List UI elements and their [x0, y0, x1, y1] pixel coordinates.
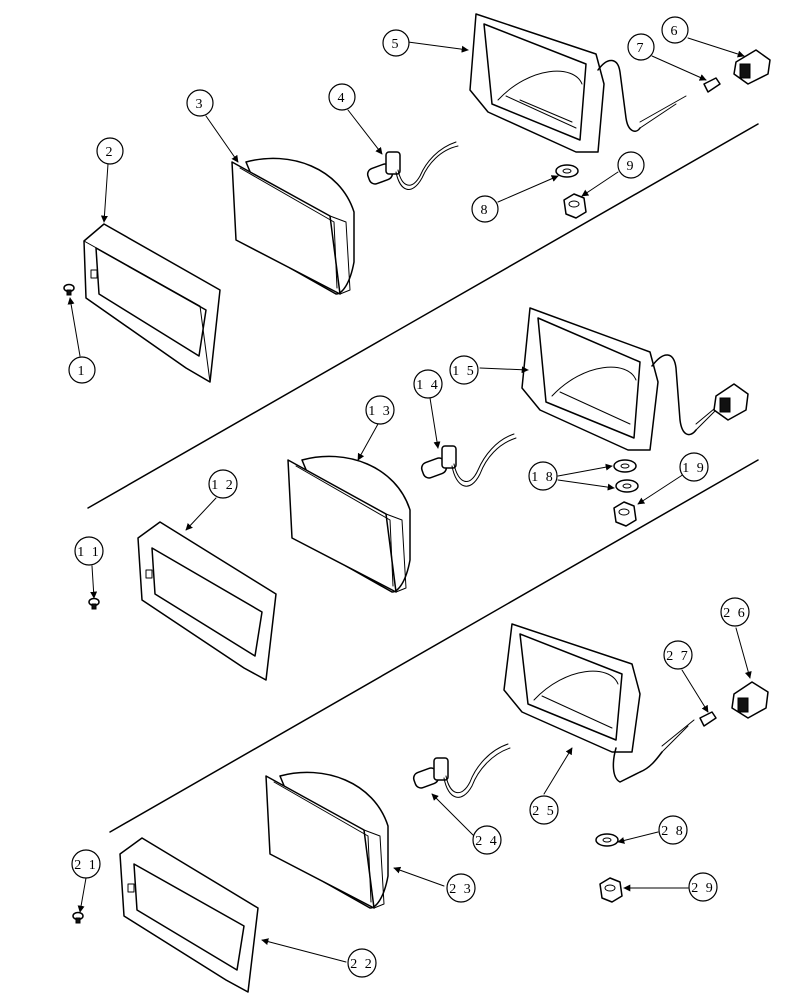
callout-18: 1 8: [528, 461, 558, 491]
svg-text:1 4: 1 4: [416, 378, 440, 393]
svg-text:2 8: 2 8: [661, 824, 685, 839]
lens-part-13: [287, 455, 411, 593]
callout-23: 2 3: [446, 873, 476, 903]
svg-text:5: 5: [392, 37, 401, 52]
callout-3: 3: [186, 89, 214, 117]
callout-6: 6: [661, 16, 689, 44]
washer-part-18: [613, 459, 639, 493]
callout-29: 2 9: [688, 872, 718, 902]
callout-26: 2 6: [720, 597, 750, 627]
washer-part-28: [595, 833, 619, 847]
bezel-part-12: [137, 521, 277, 681]
housing-part-15: [521, 307, 749, 451]
callout-11: 1 1: [74, 536, 104, 566]
callout-7: 7: [627, 33, 655, 61]
lamp-assembly-bottom: [72, 623, 769, 993]
svg-text:2 9: 2 9: [691, 881, 715, 896]
svg-text:2 1: 2 1: [74, 858, 98, 873]
terminal-part-27: [699, 711, 717, 727]
callout-2: 2: [96, 137, 124, 165]
lamp-assembly-top: [63, 13, 771, 383]
terminal-part-7: [703, 77, 721, 93]
lens-part-23: [265, 771, 389, 909]
housing-part-5: [469, 13, 687, 153]
lens-part-3: [231, 157, 355, 295]
bulb-part-24: [412, 743, 511, 798]
callout-1: 1: [68, 356, 96, 384]
svg-text:2 6: 2 6: [723, 606, 747, 621]
svg-text:6: 6: [671, 24, 680, 39]
connector-part-6: [733, 49, 771, 85]
svg-text:3: 3: [196, 97, 205, 112]
callout-15: 1 5: [449, 355, 479, 385]
callout-14: 1 4: [413, 369, 443, 399]
screw-part-11: [88, 597, 100, 610]
callout-27: 2 7: [663, 640, 693, 670]
callout-5: 5: [382, 29, 410, 57]
bezel-part-22: [119, 837, 259, 993]
screw-part-1: [63, 283, 75, 296]
svg-text:2 2: 2 2: [350, 957, 374, 972]
svg-text:1 3: 1 3: [368, 404, 392, 419]
svg-text:8: 8: [481, 203, 490, 218]
svg-text:2 5: 2 5: [532, 804, 556, 819]
svg-text:9: 9: [627, 159, 636, 174]
nut-part-29: [599, 877, 623, 903]
callout-13: 1 3: [365, 395, 395, 425]
divider-line-bottom: [109, 459, 759, 833]
callout-12: 1 2: [208, 469, 238, 499]
svg-text:1: 1: [78, 364, 87, 379]
callout-25: 2 5: [529, 795, 559, 825]
callout-21: 2 1: [71, 849, 101, 879]
callout-22: 2 2: [347, 948, 377, 978]
svg-text:1 9: 1 9: [682, 461, 706, 476]
svg-text:4: 4: [338, 91, 347, 106]
callout-9: 9: [617, 151, 645, 179]
screw-part-21: [72, 911, 84, 924]
lamp-assembly-middle: [88, 307, 749, 681]
bulb-part-14: [420, 433, 517, 487]
svg-text:7: 7: [637, 41, 646, 56]
svg-text:2: 2: [106, 145, 115, 160]
connector-part-26: [731, 681, 769, 719]
leader-lines: [67, 37, 752, 963]
bezel-part-2: [83, 223, 221, 383]
housing-part-25: [503, 623, 695, 783]
nut-part-19: [613, 501, 637, 527]
callout-28: 2 8: [658, 815, 688, 845]
callout-19: 1 9: [679, 452, 709, 482]
washer-part-8: [555, 164, 579, 178]
svg-text:1 2: 1 2: [211, 478, 235, 493]
svg-text:2 7: 2 7: [666, 649, 690, 664]
divider-line-top: [87, 123, 759, 509]
svg-text:1 1: 1 1: [77, 545, 101, 560]
svg-text:1 5: 1 5: [452, 364, 476, 379]
bulb-part-4: [366, 141, 459, 190]
callout-4: 4: [328, 83, 356, 111]
callout-24: 2 4: [472, 825, 502, 855]
svg-text:2 4: 2 4: [475, 834, 499, 849]
svg-text:2 3: 2 3: [449, 882, 473, 897]
nut-part-9: [563, 193, 587, 219]
svg-text:1 8: 1 8: [531, 470, 555, 485]
callout-8: 8: [471, 195, 499, 223]
